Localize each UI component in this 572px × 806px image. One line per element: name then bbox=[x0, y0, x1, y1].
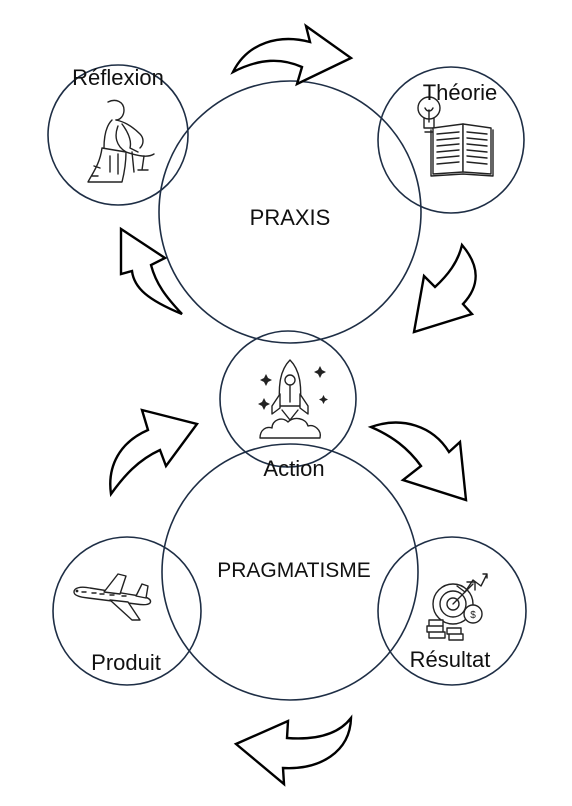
arrow-resultat-to-produit bbox=[233, 714, 353, 787]
praxis-ring bbox=[158, 80, 422, 344]
resultat-node bbox=[377, 536, 527, 686]
produit-label: Produit bbox=[91, 650, 161, 675]
theorie-label: Théorie bbox=[423, 80, 498, 105]
target-growth-icon: $ bbox=[426, 573, 488, 641]
action-node bbox=[219, 330, 357, 468]
svg-text:$: $ bbox=[470, 610, 476, 621]
resultat-label: Résultat bbox=[410, 647, 491, 672]
reflexion-label: Réflexion bbox=[72, 65, 164, 90]
arrow-theorie-to-action bbox=[412, 242, 477, 334]
rocket-launch-icon bbox=[258, 359, 328, 439]
reflexion-node bbox=[47, 64, 189, 206]
pragmatisme-label: PRAGMATISME bbox=[217, 559, 371, 582]
theorie-node bbox=[377, 66, 525, 214]
action-label: Action bbox=[263, 456, 324, 481]
produit-node bbox=[52, 536, 202, 686]
praxis-label: PRAXIS bbox=[250, 205, 331, 230]
thinker-statue-icon bbox=[87, 99, 155, 183]
lightbulb-book-icon bbox=[417, 96, 494, 177]
airplane-icon bbox=[73, 573, 152, 621]
arrow-action-to-reflexion bbox=[119, 226, 183, 316]
arrow-reflexion-to-theorie bbox=[230, 23, 354, 87]
pragmatisme-ring bbox=[161, 443, 419, 701]
arrow-action-to-resultat bbox=[367, 421, 468, 502]
arrow-produit-to-action bbox=[109, 408, 200, 498]
